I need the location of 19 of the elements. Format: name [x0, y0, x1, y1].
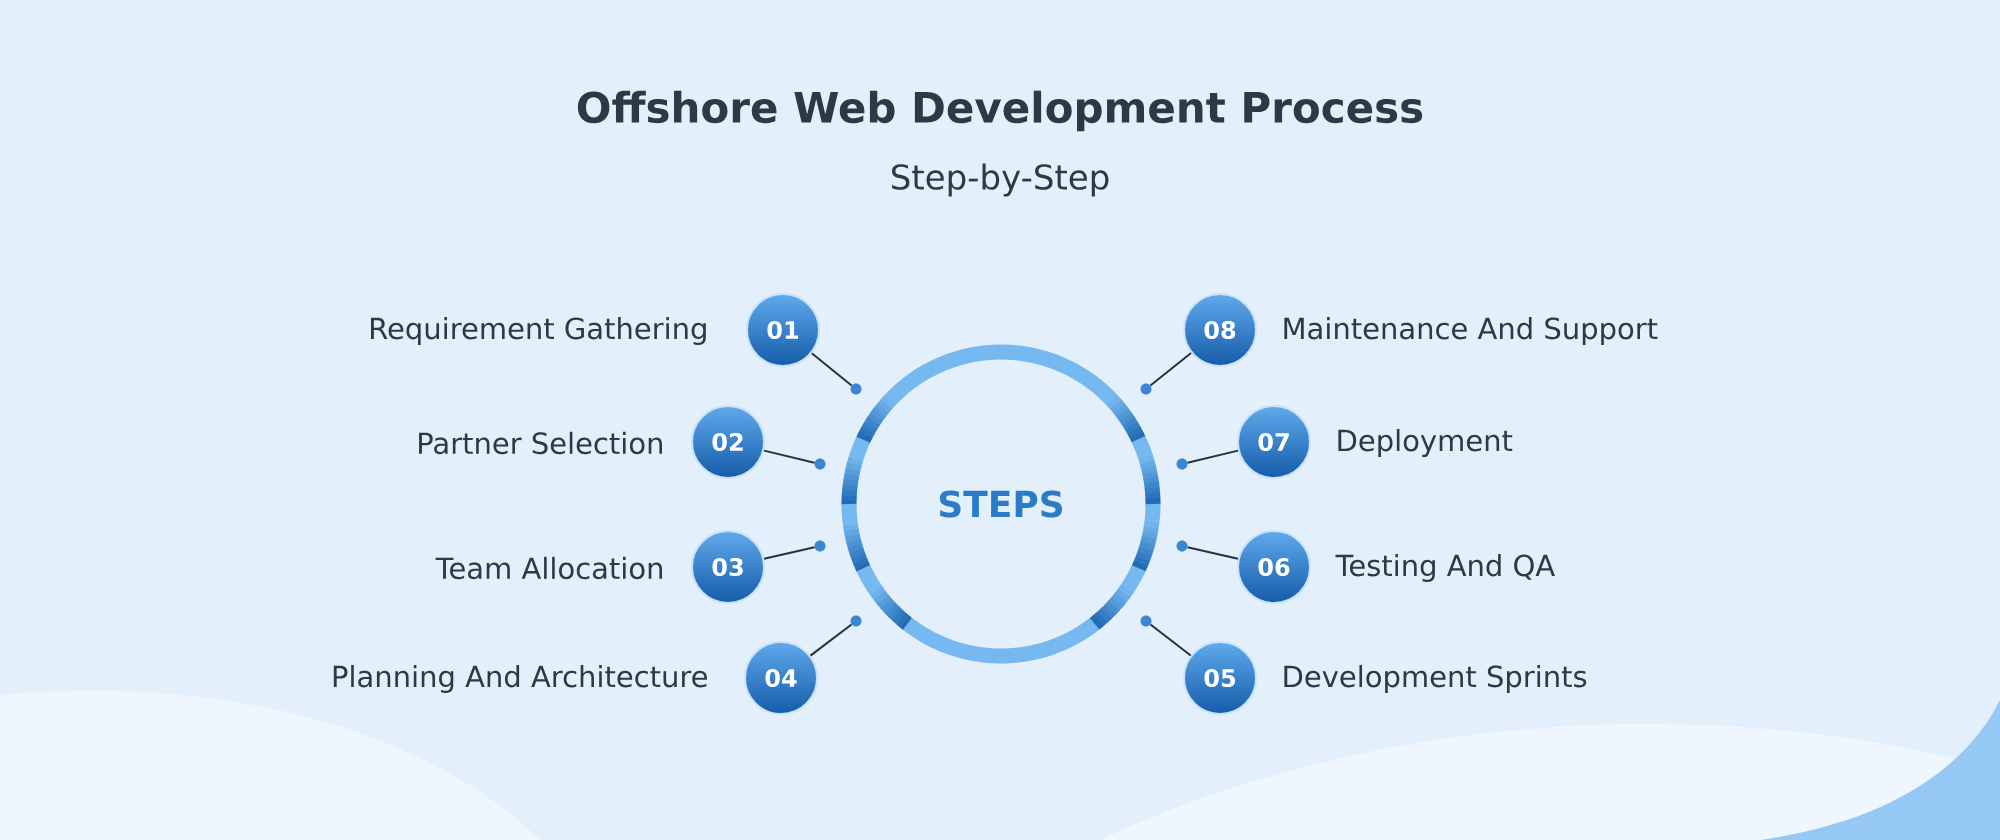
step-label: Deployment: [1338, 428, 1513, 458]
subtitle: Step-by-Step: [892, 163, 1109, 197]
step-label: Team Allocation: [435, 556, 662, 580]
leader-line: [1186, 546, 1239, 560]
leader-line: [810, 352, 853, 387]
step-label: Development Sprints: [1284, 664, 1587, 694]
leader-line: [1149, 352, 1193, 387]
title: Offshore Web Development Process: [577, 90, 1423, 132]
step-label: Planning And Architecture: [333, 664, 707, 694]
steps-ring: STEPS: [841, 344, 1161, 664]
step-label: Requirement Gathering: [371, 316, 706, 346]
leader-line: [763, 546, 816, 560]
leader-line: [763, 449, 816, 464]
step-label: Partner Selection: [419, 431, 662, 455]
step-label: Testing And QA: [1335, 553, 1555, 583]
step-label: Maintenance And Support: [1284, 316, 1658, 346]
leader-line: [1186, 449, 1240, 464]
leader-line: [1149, 623, 1192, 657]
leader-line: [809, 623, 853, 657]
